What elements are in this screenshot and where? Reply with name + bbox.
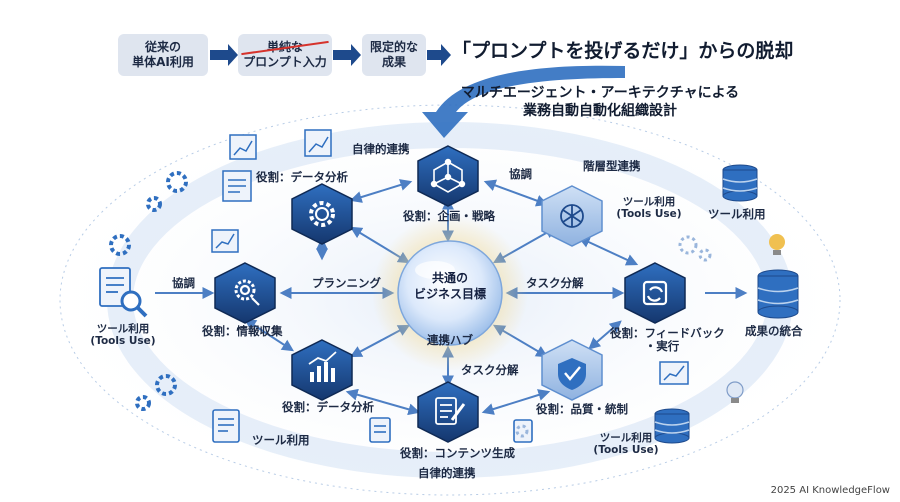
label-autonomous-bottom: 自律的連携 [418, 466, 476, 480]
result-label: 成果の統合 [745, 324, 803, 338]
hub-label: 共通の ビジネス目標 [400, 271, 500, 302]
bar-chart-icon [308, 351, 337, 382]
document-pen-icon [435, 397, 466, 425]
label-hierarchical: 階層型連携 [583, 159, 641, 173]
refresh-cycle-icon [642, 280, 668, 306]
tool-label-line: ツール利用 [96, 323, 150, 335]
flow-arrow-3 [427, 44, 451, 66]
agent-feedback-node [624, 262, 686, 324]
magnifier-gear-icon [234, 279, 260, 306]
flow-step-line: 単体AI利用 [132, 55, 194, 69]
line-content-quality [481, 389, 551, 415]
agent-analysis-bottom-node [291, 339, 353, 401]
network-cube-icon [430, 158, 466, 193]
agent-quality-node [541, 339, 603, 401]
workflow-icon [560, 204, 584, 228]
gear-icon [515, 235, 712, 438]
hub-label-line: ビジネス目標 [413, 286, 486, 301]
agent-content-node [417, 381, 479, 443]
label-cooperate-top: 協調 [509, 167, 532, 181]
agent-plan-label: 役割：企画・戦略 [403, 209, 495, 223]
label-task-split-right: タスク分解 [526, 276, 584, 290]
footer-credit: 2025 AI KnowledgeFlow [770, 485, 890, 496]
agent-plan-node [417, 145, 479, 207]
subtitle-line: 業務自動自動化組織設計 [523, 103, 677, 120]
agent-feedback-label-line: ・実行 [644, 339, 680, 354]
label-hub-link: 連携ハブ [427, 333, 473, 347]
tool-label-bottom-right: ツール利用 (Tools Use) [584, 432, 668, 456]
agent-hierarchical-node [541, 185, 603, 247]
database-stripes [654, 178, 799, 434]
shield-check-icon [558, 358, 586, 390]
chart-doc-icon [211, 129, 689, 385]
agent-analysis-top-node [291, 183, 353, 245]
line-analysis-content [345, 388, 421, 416]
flow-step-limited-result: 限定的な成果 [362, 34, 426, 76]
flow-step-line: 成果 [381, 55, 406, 69]
agent-info-label: 役割：情報収集 [202, 324, 283, 338]
document-magnifier-icon [99, 267, 148, 318]
flow-step-simple-prompt: 単純なプロンプト入力 [238, 34, 332, 76]
label-planning: プランニング [312, 276, 381, 290]
hub-label-line: 共通の [431, 271, 468, 285]
line-info-analysis [243, 318, 295, 352]
tool-label-right-top-2: ツール利用 [708, 207, 766, 221]
agent-content-label: 役割：コンテンツ生成 [400, 446, 515, 460]
tool-label-line: ツール利用 [599, 432, 653, 444]
document-icon [212, 409, 533, 443]
line-feedback-quality [588, 320, 622, 350]
flow-step-single-ai: 従来の単体AI利用 [118, 34, 208, 76]
curved-down-arrow [422, 65, 625, 138]
agent-info-node [214, 262, 276, 324]
agent-analysis-top-label: 役割：データ分析 [256, 170, 348, 184]
agent-quality-label: 役割：品質・統制 [536, 402, 628, 416]
tool-label-left: ツール利用 (Tools Use) [81, 323, 165, 347]
lightbulb-icon [726, 234, 785, 403]
gear-icon [309, 201, 335, 227]
agent-feedback-label-line: 役割：フィードバック [610, 326, 725, 340]
label-task-split-bottom: タスク分解 [461, 363, 519, 377]
tool-label-bottom-left: ツール利用 [252, 433, 310, 447]
subtitle: マルチエージェント・アーキテクチャによる 業務自動自動化組織設計 [440, 84, 760, 120]
flow-step-line: 従来の [144, 40, 181, 54]
flow-step-line: プロンプト入力 [243, 55, 327, 69]
subtitle-line: マルチエージェント・アーキテクチャによる [460, 85, 740, 101]
gear-icon [109, 171, 188, 411]
line-hier-feedback [577, 236, 639, 266]
label-cooperate-left: 協調 [172, 276, 195, 290]
tool-label-line: ツール利用 [622, 196, 676, 208]
line-plan-analysis [349, 179, 413, 203]
label-autonomous-top: 自律的連携 [352, 142, 410, 156]
tool-label-line: (Tools Use) [616, 208, 682, 221]
headline: 「プロンプトを投げるだけ」からの脱却 [452, 40, 794, 62]
line-plan-hier [483, 179, 549, 207]
flow-arrow-1 [210, 44, 238, 66]
flow-arrow-2 [333, 44, 361, 66]
tool-label-right-top-1: ツール利用 (Tools Use) [611, 196, 687, 220]
tool-label-line: (Tools Use) [90, 335, 156, 348]
flow-step-line: 限定的な [369, 40, 418, 54]
tool-label-line: (Tools Use) [593, 444, 659, 457]
hub-highlight [415, 261, 455, 279]
agent-analysis-bottom-label: 役割：データ分析 [282, 400, 374, 414]
agent-feedback-label: 役割：フィードバック ・実行 [610, 326, 725, 354]
